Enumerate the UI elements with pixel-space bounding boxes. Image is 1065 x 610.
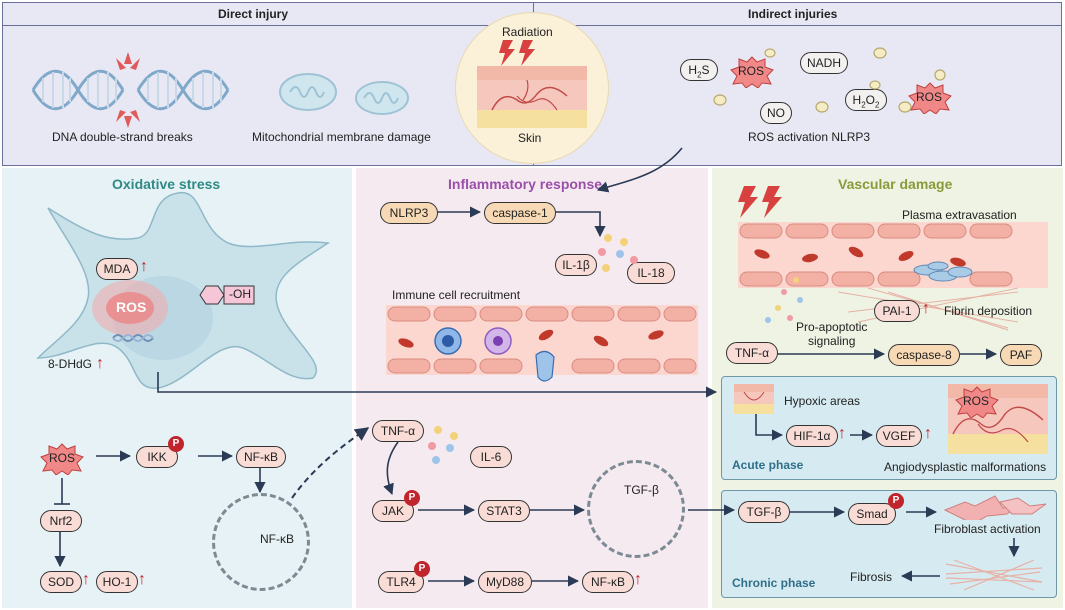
ros-burst-2: [908, 82, 952, 114]
sod-up-arrow: ↑: [82, 571, 90, 588]
il1b-pill: IL-1β: [555, 254, 597, 276]
pro-apoptotic-label-1: Pro-apoptotic: [796, 320, 868, 334]
indirect-injuries-header: Indirect injuries: [748, 7, 838, 21]
jak-phospho-icon: P: [404, 490, 420, 506]
pai1-up-arrow: ↑: [922, 300, 930, 317]
ros-node-label: ROS: [49, 451, 76, 465]
lightning-icon-vascular: [738, 186, 782, 218]
stat3-pill: STAT3: [478, 500, 530, 522]
plasma-label: Plasma extravasation: [902, 208, 1017, 222]
blood-vessel-2: [738, 222, 1048, 331]
tnfa-pill-vascular: TNF-α: [726, 342, 778, 364]
cell-body: [36, 192, 331, 389]
cytokine-dots-2: [428, 426, 458, 464]
hydroxyl-label: -OH: [229, 287, 251, 301]
ros-molecule-1: ROS: [738, 64, 765, 78]
myd88-pill: MyD88: [478, 571, 532, 593]
ikk-phospho-icon: P: [168, 436, 184, 452]
acute-phase-label: Acute phase: [732, 458, 804, 472]
paf-pill: PAF: [1000, 344, 1042, 366]
caspase8-pill: caspase-8: [888, 344, 960, 366]
nfkb-pill: NF-κB: [236, 446, 286, 468]
ros-node-burst: [40, 443, 84, 475]
dhdg-up-arrow: ↑: [96, 355, 104, 372]
skin-label: Skin: [518, 131, 542, 145]
vgef-up-arrow: ↑: [924, 425, 932, 442]
ikk-pill: IKK: [136, 446, 178, 468]
ros-burst-1: [730, 56, 774, 88]
inflammatory-title: Inflammatory response: [448, 176, 603, 192]
oxidative-title: Oxidative stress: [112, 176, 221, 192]
ros-activation-label: ROS activation NLRP3: [748, 130, 871, 144]
nucleus-circle-inflam: [587, 460, 685, 558]
nrf2-pill: Nrf2: [40, 510, 82, 532]
hypoxic-label: Hypoxic areas: [784, 394, 861, 408]
ho1-up-arrow: ↑: [138, 571, 146, 588]
nfkb-pill-inflam: NF-κB: [582, 571, 634, 593]
nucleus-circle: [212, 493, 310, 591]
mito-label: Mitochondrial membrane damage: [252, 130, 431, 144]
hif-up-arrow: ↑: [838, 425, 846, 442]
no-molecule: NO: [760, 102, 792, 124]
fibroblast-label: Fibroblast activation: [934, 522, 1041, 536]
hif-pill: HIF-1α: [786, 425, 838, 447]
smad-phospho-icon: P: [888, 493, 904, 509]
il18-pill: IL-18: [627, 262, 675, 284]
hydroxyl-icon: [199, 285, 255, 305]
vesicles-icon: [713, 47, 946, 113]
ho1-pill: HO-1: [96, 571, 138, 593]
ros-molecule-3: ROS: [963, 394, 990, 408]
radiation-label: Radiation: [502, 25, 553, 39]
mitochondria-icon: [279, 73, 409, 115]
vascular-title: Vascular damage: [838, 176, 953, 192]
nfkb-up-arrow: ↑: [634, 571, 642, 588]
ros-burst-3: [955, 386, 999, 418]
il6-pill: IL-6: [470, 446, 512, 468]
lightning-icon: [499, 40, 535, 66]
nlrp3-pill: NLRP3: [380, 202, 438, 224]
mda-pill: MDA: [96, 258, 138, 280]
pro-apoptotic-label-2: signaling: [808, 334, 856, 348]
nucleus-tgfb-label: TGF-β: [624, 483, 659, 497]
mda-up-arrow: ↑: [140, 258, 148, 275]
pai1-pill: PAI-1: [874, 300, 920, 322]
ros-molecule-2: ROS: [916, 90, 943, 104]
tgfb-pill-chronic: TGF-β: [738, 501, 790, 523]
angio-label: Angiodysplastic malformations: [884, 460, 1047, 474]
h2s-molecule: H2S: [680, 59, 718, 81]
smad-pill: Smad: [848, 503, 896, 525]
jak-pill: JAK: [372, 500, 414, 522]
immune-label: Immune cell recruitment: [392, 288, 521, 302]
dna-label: DNA double-strand breaks: [52, 130, 193, 144]
h2o2-molecule: H2O2: [845, 89, 887, 111]
cell-ros-label: ROS: [116, 299, 147, 315]
tnfa-pill-inflam: TNF-α: [372, 420, 424, 442]
angiodysplasia-skin-icon: [948, 384, 1048, 454]
dhdg-label: 8-DHdG: [48, 357, 93, 371]
nadh-molecule: NADH: [800, 52, 848, 74]
caspase1-pill: caspase-1: [484, 202, 556, 224]
direct-injury-header: Direct injury: [218, 7, 289, 21]
dna-icon: [31, 52, 230, 128]
fibrin-label: Fibrin deposition: [944, 304, 1033, 318]
fibroblast-icon: [943, 495, 1047, 520]
skin-icon: [477, 66, 587, 128]
fibrosis-icon: [945, 559, 1043, 591]
nucleus-nfkb-label: NF-κB: [260, 532, 294, 546]
fibrosis-label: Fibrosis: [850, 570, 893, 584]
tlr4-pill: TLR4: [378, 571, 424, 593]
tlr4-phospho-icon: P: [414, 561, 430, 577]
chronic-phase-label: Chronic phase: [732, 576, 816, 590]
hypoxic-skin-icon: [734, 384, 774, 414]
cytokine-dots-1: [598, 234, 638, 272]
sod-pill: SOD: [40, 571, 82, 593]
vgef-pill: VGEF: [876, 425, 922, 447]
blood-vessel-1: [386, 305, 698, 382]
